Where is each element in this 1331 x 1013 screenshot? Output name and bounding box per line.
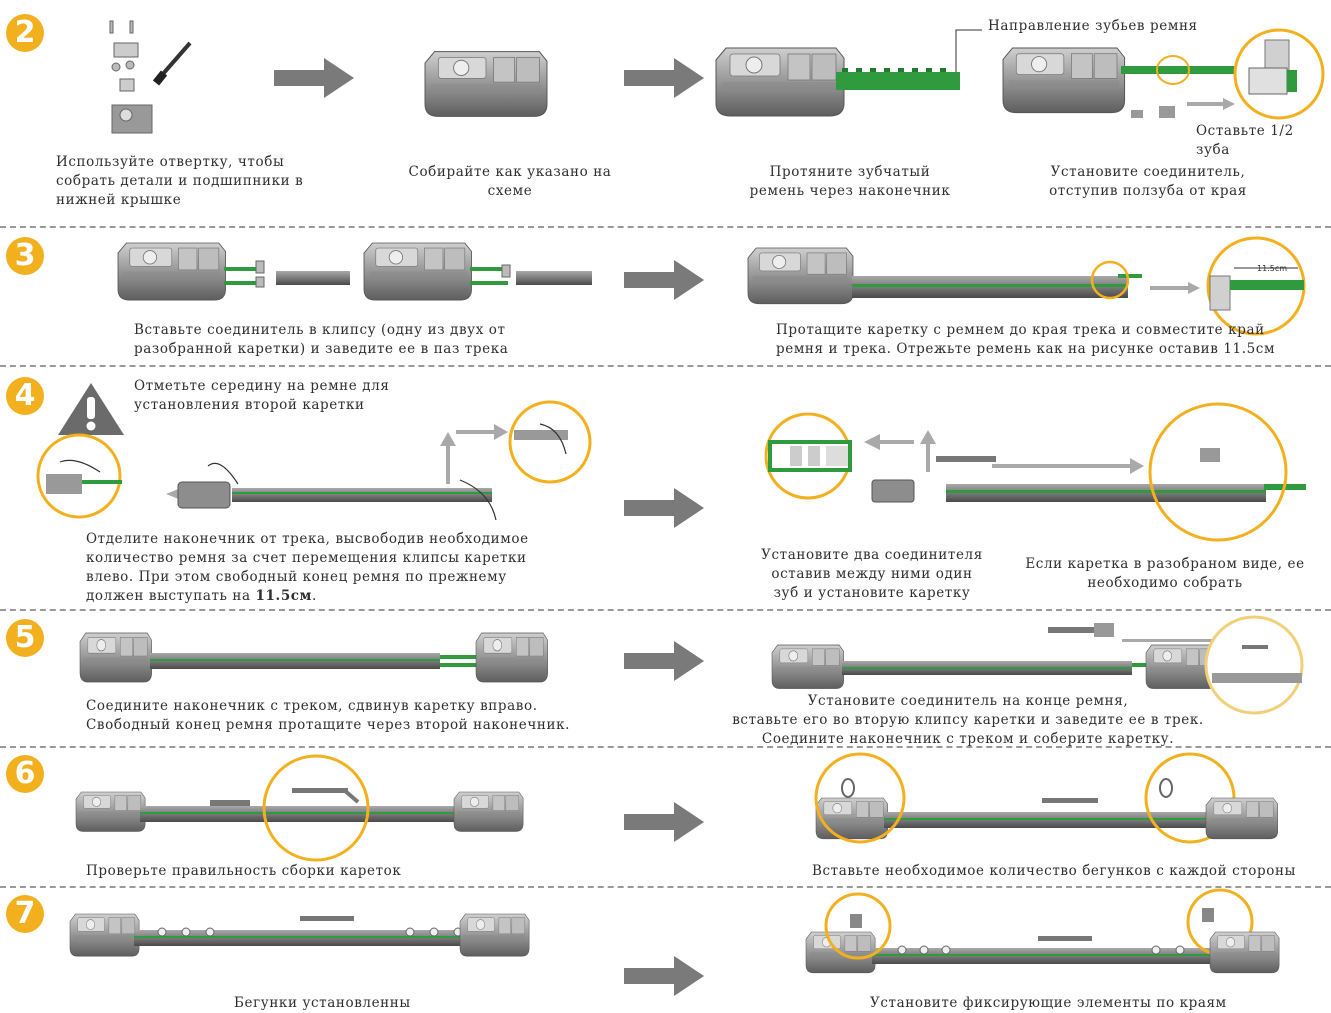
step-badge-2: 2 (6, 14, 44, 52)
label-leave-half-tooth: Оставьте 1/2 зуба (1196, 123, 1294, 158)
label-belt-direction: Направление зубьев ремня (988, 18, 1198, 34)
track-slide-illustration (36, 400, 592, 521)
step7-caption-2: Установите фиксирующие элементы по краям (870, 995, 1227, 1011)
arrow-right-icon (624, 488, 704, 528)
step3-caption-2: Протащите каретку с ремнем до края трека… (776, 322, 1276, 357)
step2-caption-4: Установите соединитель, отступив ползуба… (1049, 164, 1247, 199)
dimension-label: 11.5cm (1257, 264, 1288, 273)
step4-caption-3: Если каретка в разобраном виде, ее необх… (1025, 556, 1305, 591)
separator (0, 226, 1331, 228)
cap-join-illustration (79, 632, 549, 683)
connector-install-illustration (1002, 28, 1325, 120)
step-badge-3: 3 (6, 237, 44, 275)
arrow-right-icon (624, 641, 704, 681)
clip-insert-illustration (117, 242, 592, 301)
separator (0, 886, 1331, 888)
warning-icon (58, 383, 124, 435)
step4-caption-2: Установите два соединителя оставив между… (761, 547, 983, 601)
step7-caption-1: Бегунки установленны (234, 995, 411, 1011)
step4-note: Отметьте середину на ремне для установле… (134, 378, 390, 413)
two-connectors-illustration (764, 402, 1306, 542)
step6-caption-2: Вставьте необходимое количество бегунков… (812, 863, 1296, 879)
arrow-right-icon (624, 58, 704, 98)
carriage-pull-illustration (747, 236, 1306, 336)
step2-caption-1: Используйте отвертку, чтобы собрать дета… (56, 154, 304, 208)
arrow-right-icon (624, 802, 704, 842)
step5-caption-1: Соедините наконечник с треком, сдвинув к… (86, 698, 571, 733)
step2-caption-2: Собирайте как указано на схеме (408, 164, 612, 199)
step5-caption-2: Установите соединитель на конце ремня, в… (732, 693, 1204, 747)
runners-installed-illustration (69, 913, 530, 957)
arrow-right-icon (624, 260, 704, 300)
runners-insert-illustration (814, 752, 1278, 844)
step-badge-4: 4 (6, 377, 44, 415)
step3-caption-1: Вставьте соединитель в клипсу (одну из д… (134, 322, 509, 357)
step-badge-6: 6 (6, 755, 44, 793)
connector-end-illustration (771, 615, 1304, 715)
screwdriver-parts-illustration (109, 20, 192, 134)
separator (0, 609, 1331, 611)
end-cap-assembled-illustration (424, 51, 548, 117)
step-badge-7: 7 (6, 895, 44, 933)
step4-caption-1: Отделите наконечник от трека, высвободив… (86, 531, 529, 604)
belt-through-cap-illustration (715, 29, 982, 117)
step6-caption-1: Проверьте правильность сборки кареток (86, 863, 402, 879)
carriages-check-illustration (75, 754, 524, 862)
arrow-right-icon (624, 956, 704, 996)
fixing-elements-illustration (805, 888, 1280, 974)
step-badge-5: 5 (6, 619, 44, 657)
arrow-right-icon (274, 58, 354, 98)
separator (0, 746, 1331, 748)
step2-caption-3: Протяните зубчатый ремень через наконечн… (749, 164, 951, 199)
separator (0, 365, 1331, 367)
